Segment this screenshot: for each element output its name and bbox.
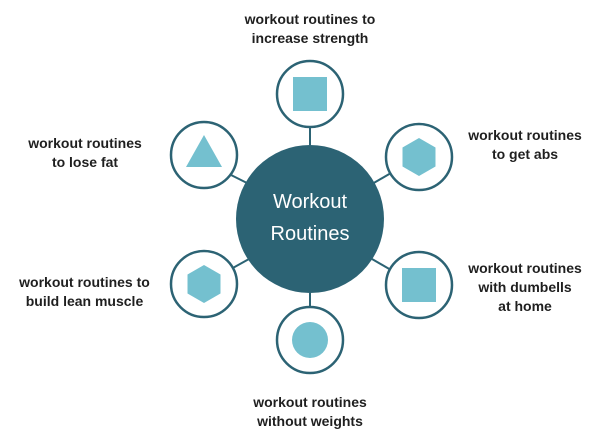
hub-title-line2: Routines — [271, 223, 350, 245]
node-build-lean-muscle — [169, 249, 239, 319]
connector-bottom-right — [371, 258, 392, 271]
node-increase-strength — [275, 59, 345, 129]
label-line: with dumbells — [478, 279, 572, 295]
node-without-weights — [275, 305, 345, 375]
label-line: at home — [498, 298, 552, 314]
node-get-abs — [384, 122, 454, 192]
label-increase-strength: workout routines to increase strength — [205, 10, 415, 48]
square-icon — [293, 77, 327, 111]
connector-top-right — [371, 172, 392, 185]
label-line: workout routines — [28, 135, 142, 151]
label-line: workout routines — [468, 127, 582, 143]
label-line: without weights — [257, 413, 363, 429]
hub-node: Workout Routines — [236, 145, 384, 293]
label-line: increase strength — [251, 30, 369, 46]
label-build-lean-muscle: workout routines to build lean muscle — [2, 273, 167, 311]
label-without-weights: workout routines without weights — [220, 393, 400, 431]
hexagon-icon — [402, 138, 436, 176]
label-line: workout routines to — [244, 11, 376, 27]
label-get-abs: workout routines to get abs — [455, 126, 595, 164]
circle-icon — [292, 322, 328, 358]
hexagon-icon — [187, 265, 221, 303]
square-icon — [402, 268, 436, 302]
label-line: workout routines — [468, 260, 582, 276]
connector-bottom-left — [230, 258, 250, 270]
label-line: to get abs — [491, 146, 559, 162]
triangle-icon — [186, 135, 222, 167]
label-line: build lean muscle — [25, 293, 144, 309]
label-line: to lose fat — [51, 154, 119, 170]
label-line: workout routines — [253, 394, 367, 410]
label-dumbells-at-home: workout routines with dumbells at home — [455, 259, 595, 316]
node-lose-fat — [169, 120, 239, 190]
hub-title-line1: Workout — [273, 191, 348, 213]
label-lose-fat: workout routines to lose fat — [10, 134, 160, 172]
node-dumbells-at-home — [384, 250, 454, 320]
label-line: workout routines to — [19, 274, 150, 290]
